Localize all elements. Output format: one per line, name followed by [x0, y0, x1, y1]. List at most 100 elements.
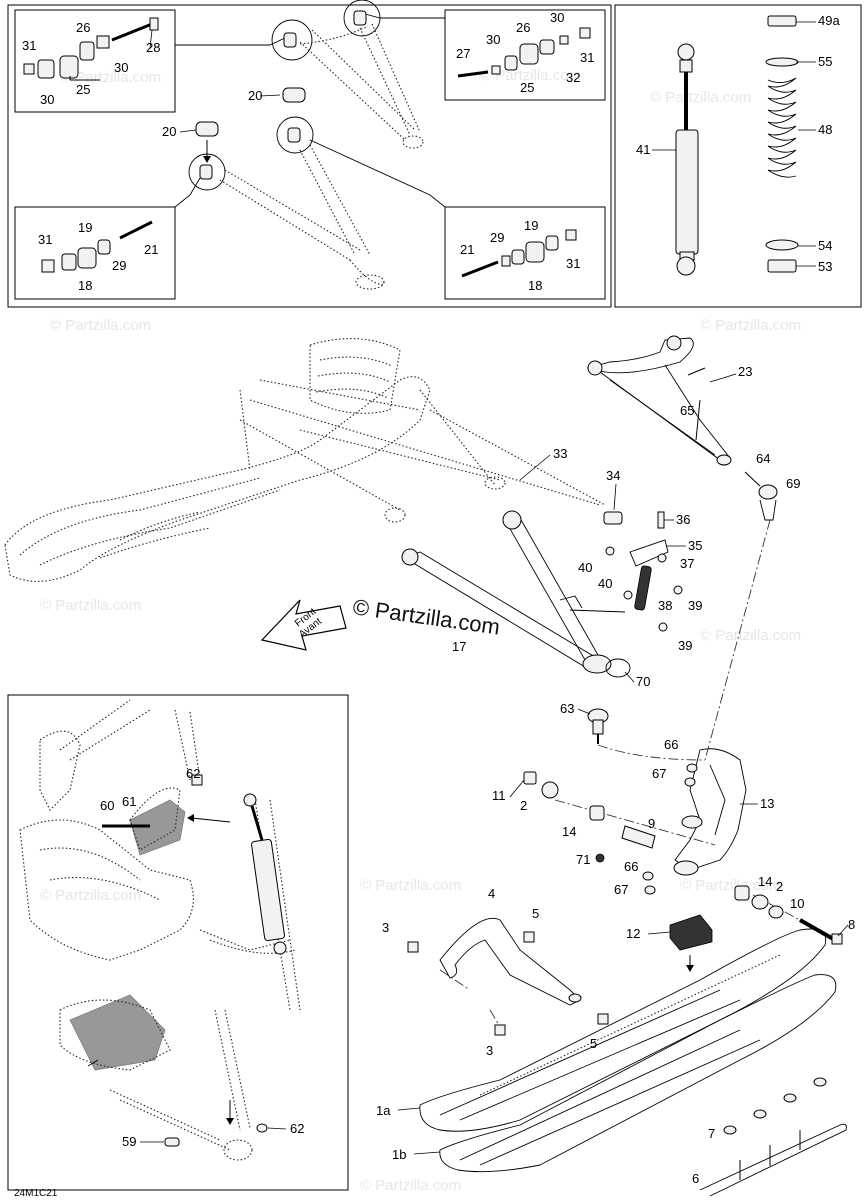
callout-20: 20	[162, 124, 176, 139]
callout-31: 31	[566, 256, 580, 271]
callout-62: 62	[290, 1121, 304, 1136]
spindle-13	[673, 748, 747, 876]
callout-28: 28	[146, 40, 160, 55]
watermark-text: © Partzilla.com	[50, 317, 151, 334]
callout-29: 29	[490, 230, 504, 245]
callout-20: 20	[248, 88, 262, 103]
callout-6: 6	[692, 1171, 699, 1186]
callout-36: 36	[676, 512, 690, 527]
callout-14: 14	[562, 824, 576, 839]
watermark-text: © Partzilla.com	[650, 89, 751, 106]
callout-39: 39	[678, 638, 692, 653]
callout-67: 67	[652, 766, 666, 781]
callout-27: 27	[456, 46, 470, 61]
callout-35: 35	[688, 538, 702, 553]
ski-1b	[439, 974, 837, 1173]
top-right-frame	[614, 4, 862, 308]
inset-box-upper-left	[14, 9, 176, 113]
callout-29: 29	[112, 258, 126, 273]
watermark-text: © Partzilla.com	[360, 877, 461, 894]
callout-37: 37	[680, 556, 694, 571]
main-watermark: © Partzilla.com	[351, 594, 501, 639]
inset-hardware-ul	[23, 17, 159, 81]
callout-30: 30	[40, 92, 54, 107]
callout-31: 31	[38, 232, 52, 247]
callout-59: 59	[122, 1134, 136, 1149]
callout-30: 30	[114, 60, 128, 75]
callout-17: 17	[452, 639, 466, 654]
callout-18: 18	[78, 278, 92, 293]
callout-26: 26	[76, 20, 90, 35]
callout-55: 55	[818, 54, 832, 69]
inset-connectors	[174, 13, 446, 208]
steering-shock-inset	[243, 793, 287, 955]
watermark-text: © Partzilla.com	[700, 627, 801, 644]
callout-2: 2	[776, 879, 783, 894]
callout-11: 11	[492, 788, 506, 803]
callout-33: 33	[553, 446, 567, 461]
callout-19: 19	[524, 218, 538, 233]
callout-12: 12	[626, 926, 640, 941]
callout-32: 32	[566, 70, 580, 85]
watermark-text: © Partzilla.com	[700, 317, 801, 334]
callout-64: 64	[756, 451, 770, 466]
callout-9: 9	[648, 816, 655, 831]
inset-box-lower-right	[444, 206, 606, 300]
watermark-text: © Partzilla.com	[360, 1177, 461, 1194]
inset-hardware-ll	[41, 220, 153, 273]
callout-69: 69	[786, 476, 800, 491]
callout-53: 53	[818, 259, 832, 274]
lower-arm-17	[401, 510, 626, 674]
callout-23: 23	[738, 364, 752, 379]
chassis-overview	[4, 338, 601, 582]
callout-3: 3	[486, 1043, 493, 1058]
callout-71: 71	[576, 852, 590, 867]
tie-rod-33	[429, 409, 606, 506]
ski-handle-4	[407, 917, 609, 1036]
callout-66: 66	[624, 859, 638, 874]
callout-26: 26	[516, 20, 530, 35]
callout-13: 13	[760, 796, 774, 811]
inset-box-lower-left	[14, 206, 176, 300]
bracket-35	[603, 511, 683, 632]
callout-30: 30	[550, 10, 564, 25]
callout-63: 63	[560, 701, 574, 716]
callout-5: 5	[532, 906, 539, 921]
upper-a-arm-inset	[271, 0, 424, 149]
callout-25: 25	[76, 82, 90, 97]
ski-stopper-12	[669, 914, 713, 972]
ball-joint-69	[744, 471, 778, 521]
callout-labels: 31 26 28 30 30 25 20 20 27 30 26 30 31 3…	[22, 10, 855, 1186]
callout-61: 61	[122, 794, 136, 809]
upper-arm-23	[586, 335, 732, 466]
ski-1a	[419, 928, 827, 1132]
shock-absorber-41	[675, 43, 699, 276]
guide-lines	[439, 519, 801, 1036]
callout-1b: 1b	[392, 1147, 406, 1162]
callout-8: 8	[848, 917, 855, 932]
axle-hardware	[523, 763, 843, 945]
callout-21: 21	[144, 242, 158, 257]
callout-21: 21	[460, 242, 474, 257]
bushing-20	[195, 87, 306, 163]
callout-40: 40	[598, 576, 612, 591]
callout-49a: 49a	[818, 13, 840, 28]
callout-67: 67	[614, 882, 628, 897]
callout-2: 2	[520, 798, 527, 813]
callout-19: 19	[78, 220, 92, 235]
callout-10: 10	[790, 896, 804, 911]
callout-1a: 1a	[376, 1103, 391, 1118]
leader-lines	[140, 21, 849, 1155]
inset-box-upper-right	[444, 9, 606, 101]
faint-watermarks: © Partzilla.com © Partzilla.com © Partzi…	[40, 67, 801, 1194]
callout-41: 41	[636, 142, 650, 157]
watermark-text: © Partzilla.com	[480, 67, 581, 84]
watermark-text: © Partzilla.com	[40, 887, 141, 904]
callout-62: 62	[186, 766, 200, 781]
callout-30: 30	[486, 32, 500, 47]
callout-14: 14	[758, 874, 772, 889]
callout-70: 70	[636, 674, 650, 689]
steering-bracket-inset	[69, 774, 268, 1147]
callout-31: 31	[580, 50, 594, 65]
